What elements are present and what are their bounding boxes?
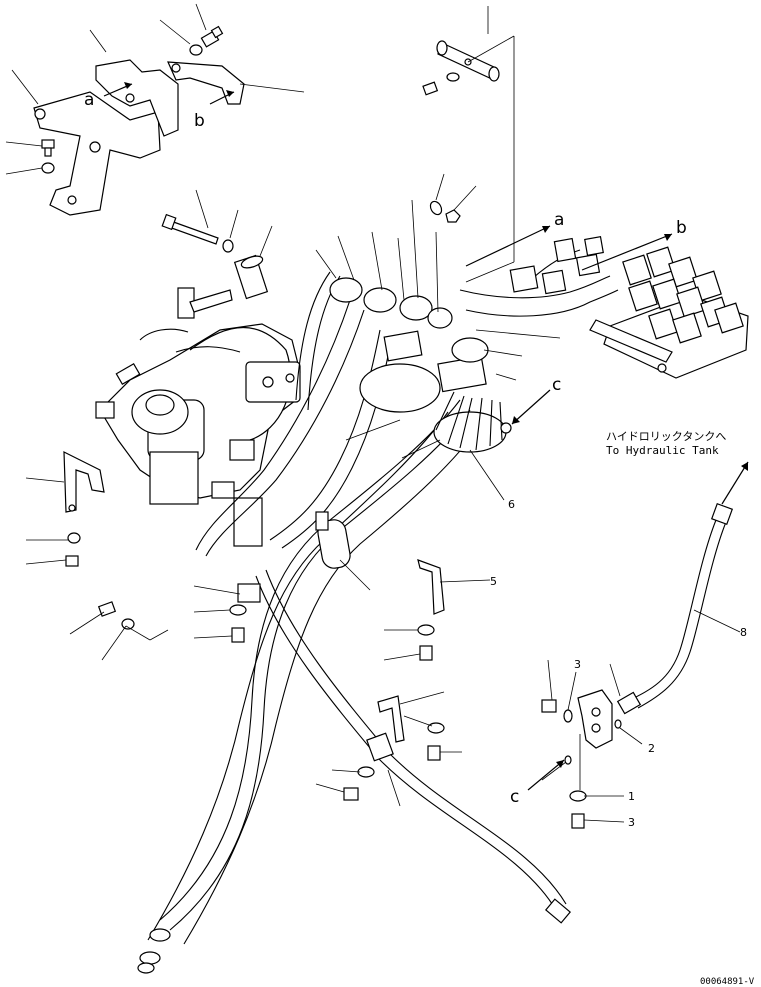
ref-b-top: b bbox=[194, 111, 205, 131]
lower-right-clamp bbox=[527, 659, 643, 829]
hose-bundle bbox=[137, 271, 572, 974]
ref-a-right: a bbox=[554, 210, 564, 230]
ref-b-right: b bbox=[676, 218, 687, 238]
ref-c-right: c bbox=[552, 375, 561, 395]
hose-boots bbox=[315, 173, 561, 501]
relay-block bbox=[622, 246, 744, 344]
pin-spacer-parts bbox=[161, 189, 273, 300]
note-japanese: ハイドロリックタンクへ bbox=[606, 430, 726, 443]
connector-harness bbox=[459, 225, 749, 379]
part-number-5: 5 bbox=[490, 575, 497, 588]
hydraulic-tank-hose bbox=[609, 461, 749, 715]
note-english: To Hydraulic Tank bbox=[606, 444, 719, 457]
left-bracket-parts bbox=[25, 451, 247, 661]
part-number-3-upper: 3 bbox=[574, 658, 581, 671]
drawing-code: 00064891-V bbox=[700, 977, 755, 987]
bracket-assembly-top-left bbox=[5, 3, 305, 216]
ref-a-top: a bbox=[84, 90, 94, 110]
part-number-1: 1 bbox=[628, 790, 635, 803]
part-number-2: 2 bbox=[648, 742, 655, 755]
ref-c-bottom: c bbox=[510, 787, 519, 807]
part-number-6: 6 bbox=[508, 498, 515, 511]
pump-valve-assembly bbox=[95, 287, 301, 547]
part-number-8: 8 bbox=[740, 626, 747, 639]
bracket-top-right bbox=[422, 6, 515, 283]
part-number-3: 3 bbox=[628, 816, 635, 829]
clamp-brackets-right bbox=[315, 559, 491, 807]
